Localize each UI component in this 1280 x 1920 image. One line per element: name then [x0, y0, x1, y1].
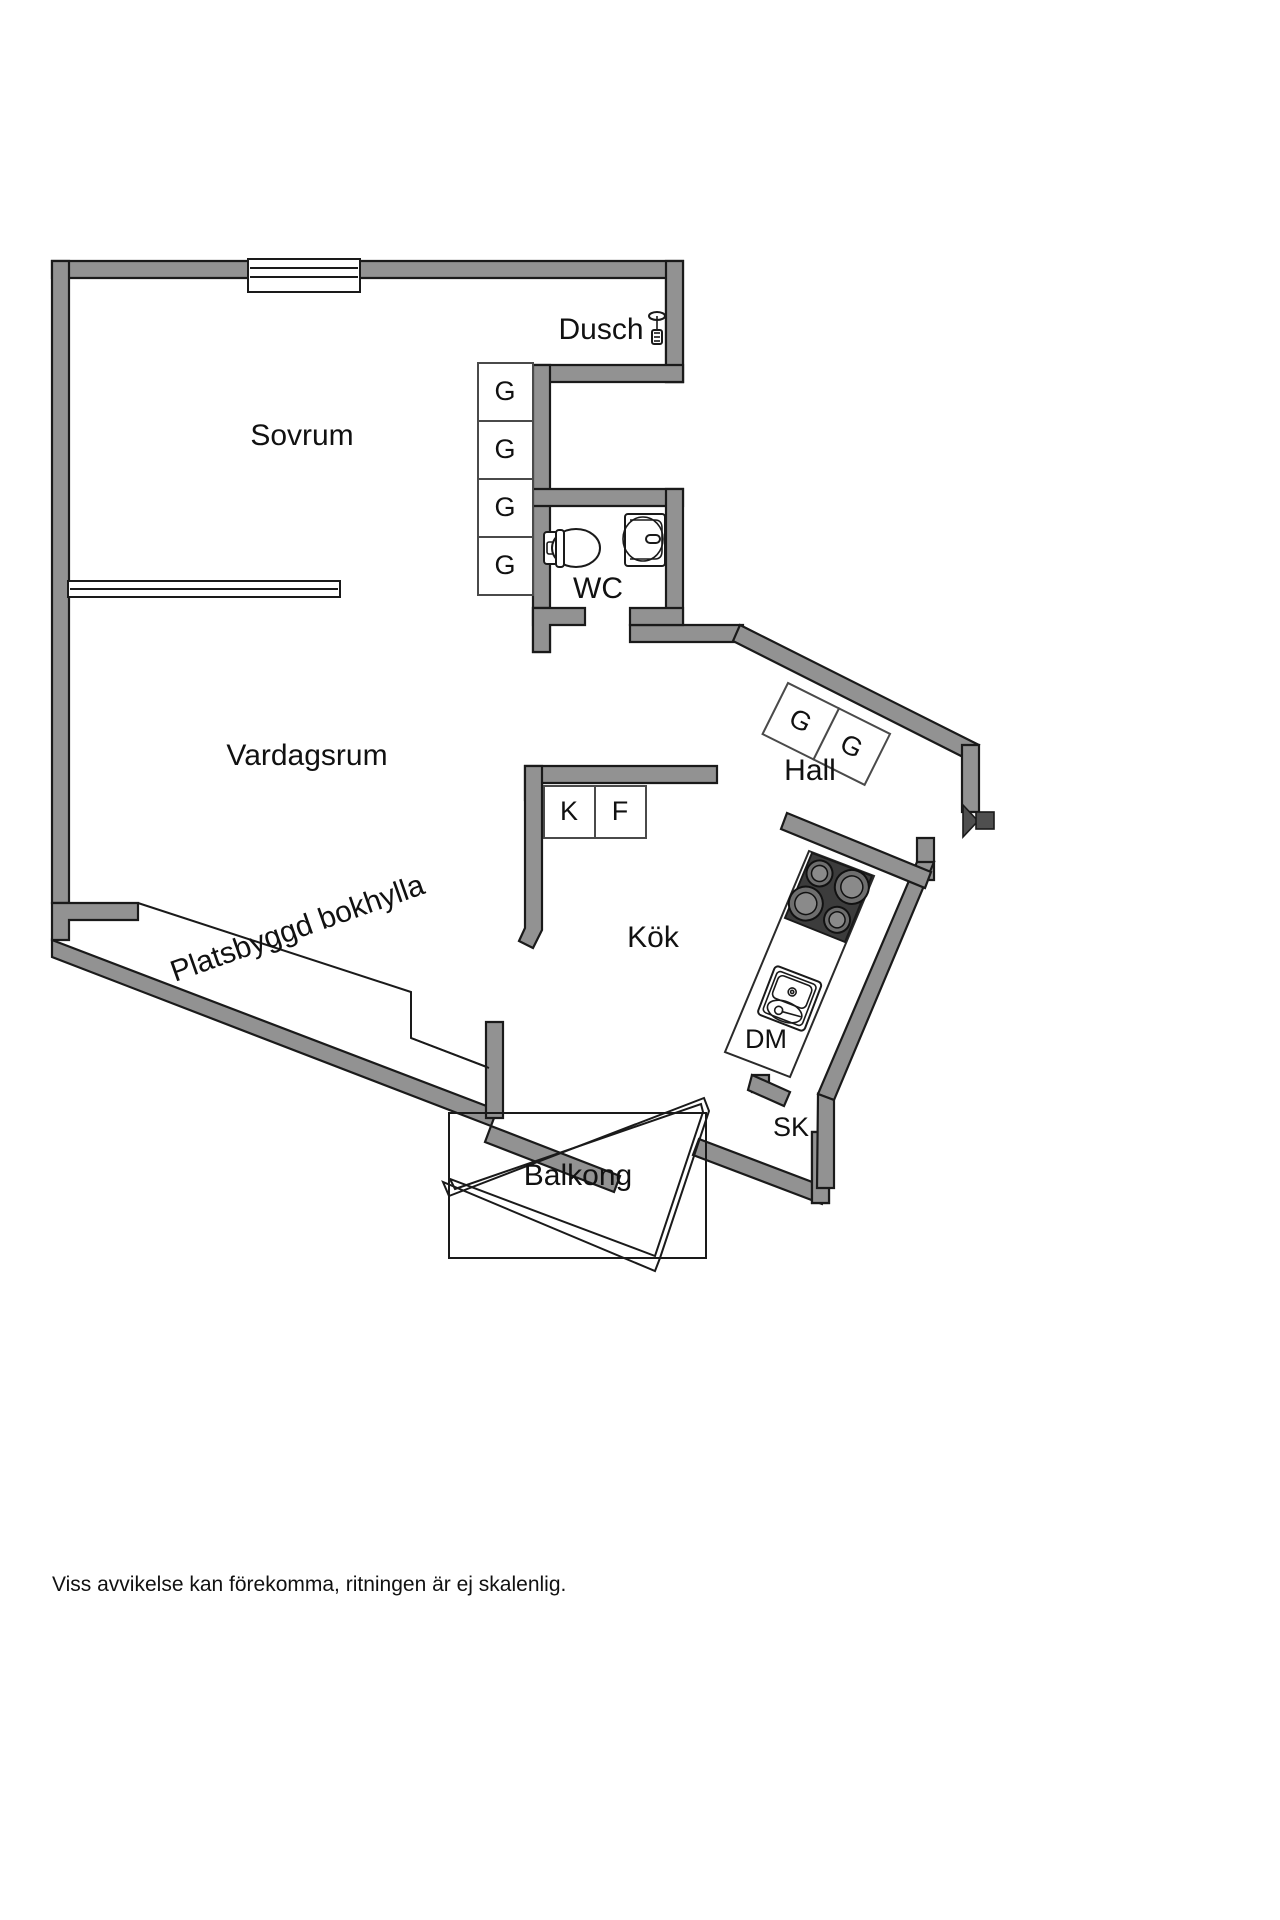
wall-kitchen-se — [815, 1092, 836, 1190]
closet-column-sovrum: G G G G — [477, 362, 534, 596]
balcony-shape — [448, 1112, 707, 1259]
room-label-balkong: Balkong — [524, 1159, 632, 1192]
storage-closet-label: SK — [773, 1112, 809, 1142]
wall-wc-north — [531, 487, 685, 508]
kitchen-counter-group — [723, 849, 876, 1079]
kitchen-sink-icon — [757, 965, 823, 1032]
disclaimer-footnote: Viss avvikelse kan förekomma, ritningen … — [52, 1573, 567, 1596]
closet-label: G — [494, 376, 515, 406]
room-label-sovrum: Sovrum — [250, 419, 353, 452]
wall-dusch-south — [531, 363, 685, 384]
wc-fixtures — [543, 513, 666, 568]
bookshelf-outline — [137, 902, 490, 1069]
freezer-box[interactable] — [594, 785, 647, 839]
wall-dusch-east — [664, 259, 685, 384]
freezer-label: F — [612, 796, 629, 826]
closet-box[interactable] — [812, 707, 892, 787]
entry-door-arrow-icon[interactable] — [962, 802, 995, 840]
wall-balcony-stub-left — [484, 1020, 505, 1120]
room-label-vardagsrum: Vardagsrum — [226, 739, 387, 772]
wall-diagonal-southwest — [50, 938, 499, 1128]
closet-label: G — [494, 492, 515, 522]
window-left — [67, 580, 341, 598]
bookshelf-label: Platsbyggd bokhylla — [166, 868, 429, 988]
dishwasher-label: DM — [745, 1024, 787, 1054]
room-label-wc: WC — [573, 572, 623, 605]
wall-hall-south-diagonal — [779, 811, 933, 890]
wall-left — [50, 259, 71, 905]
wall-sk-top — [746, 1073, 792, 1108]
room-label-dusch: Dusch — [558, 313, 643, 346]
room-label-hall: Hall — [784, 754, 836, 787]
wall-hall-east — [960, 743, 981, 814]
closet-box[interactable] — [477, 362, 534, 422]
washbasin-icon — [622, 513, 666, 567]
windows-group — [67, 258, 361, 598]
wall-diagonal-balcony-a — [483, 1124, 622, 1194]
closet-box[interactable] — [477, 536, 534, 596]
closet-box[interactable] — [477, 420, 534, 480]
closet-label: G — [494, 550, 515, 580]
wall-lower-left — [50, 901, 140, 942]
stove-icon — [783, 851, 874, 944]
interior-partitions — [517, 764, 792, 1108]
exterior-walls — [50, 259, 831, 1206]
wall-closet-spine-foot — [531, 606, 587, 654]
room-label-kok: Kök — [627, 921, 680, 954]
fridge-label: K — [560, 796, 578, 826]
wall-diagonal-balcony-b — [691, 1137, 830, 1206]
wall-wc-east — [664, 487, 685, 627]
shower-head-icon — [648, 311, 666, 345]
window-top — [247, 258, 361, 293]
room-labels: Sovrum Vardagsrum Dusch WC Hall Kök Balk… — [226, 313, 835, 1192]
wall-corridor-connector — [628, 606, 685, 627]
closet-box[interactable] — [477, 478, 534, 538]
toilet-icon — [543, 528, 601, 568]
wall-kitchen-partition-west — [517, 764, 544, 950]
right-side-walls — [531, 259, 981, 1190]
closet-label: G — [494, 434, 515, 464]
wall-corridor-south — [628, 623, 745, 644]
closet-row-hall: G G — [761, 681, 892, 787]
kitchen-appliance-units: K F — [543, 785, 647, 839]
